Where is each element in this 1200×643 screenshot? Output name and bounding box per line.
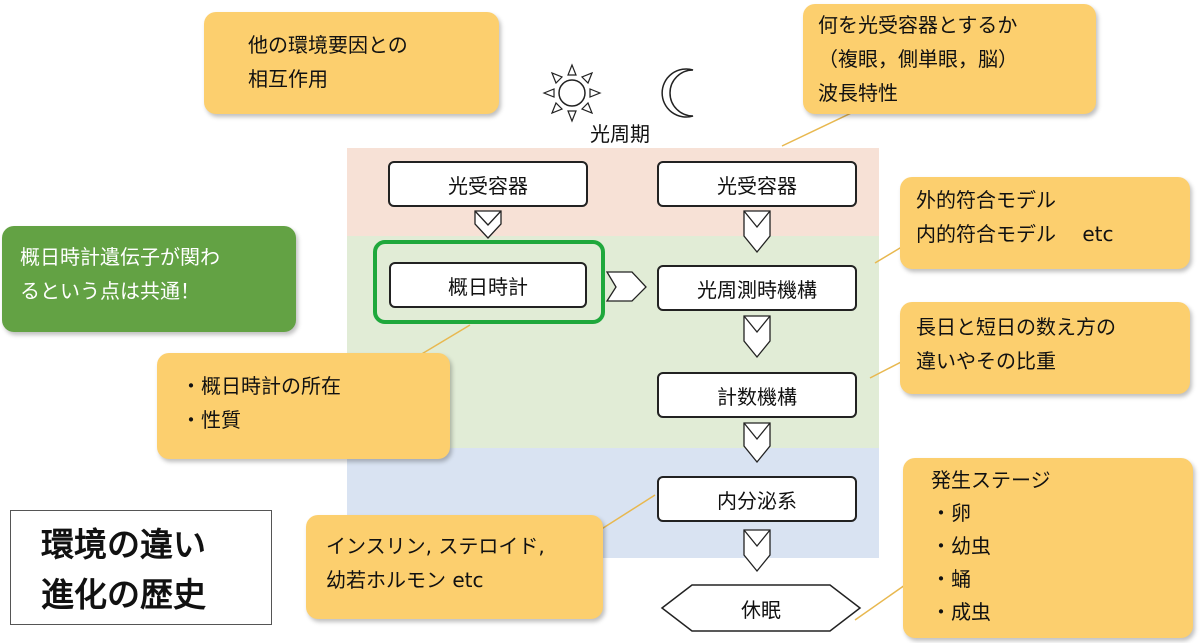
arrow-down-right-4 xyxy=(743,529,771,573)
receptor-line-3: 波長特性 xyxy=(818,81,898,105)
clock-location-line-2: ・性質 xyxy=(181,408,241,432)
clock-highlight-frame xyxy=(373,240,605,324)
receptor-line-1: 何を光受容器とするか xyxy=(818,13,1018,37)
arrow-down-right-1 xyxy=(743,210,771,254)
receptor-callout: 何を光受容器とするか （複眼，側単眼，脳） 波長特性 xyxy=(803,4,1096,114)
title-line-1: 環境の違い xyxy=(41,525,206,564)
photoperiodic-timer-box: 光周測時機構 xyxy=(657,265,857,311)
diapause-label: 休眠 xyxy=(741,598,781,622)
title-box: 環境の違い 進化の歴史 xyxy=(10,510,272,625)
counting-callout: 長日と短日の数え方の 違いやその比重 xyxy=(900,302,1190,394)
arrow-down-right-3 xyxy=(743,422,771,464)
stages-line-3: ・幼虫 xyxy=(931,534,991,558)
moon-icon xyxy=(661,68,694,118)
hormones-callout: インスリン, ステロイド, 幼若ホルモン etc xyxy=(306,515,603,619)
left-photoreceptor-box: 光受容器 xyxy=(388,161,588,207)
clock-genes-line-2: るという点は共通！ xyxy=(20,279,200,303)
stages-line-4: ・蛹 xyxy=(931,567,971,591)
diapause-hexagon xyxy=(660,584,862,632)
stages-callout: 発生ステージ ・卵 ・幼虫 ・蛹 ・成虫 xyxy=(903,458,1193,638)
counter-box: 計数機構 xyxy=(657,372,857,418)
right-photoreceptor-box: 光受容器 xyxy=(657,161,857,207)
clock-genes-line-1: 概日時計遺伝子が関わ xyxy=(20,245,220,269)
counting-line-1: 長日と短日の数え方の xyxy=(916,315,1116,339)
models-line-1: 外的符合モデル xyxy=(916,188,1056,212)
clock-genes-callout: 概日時計遺伝子が関わ るという点は共通！ xyxy=(2,226,296,332)
models-line-2: 内的符合モデル etc xyxy=(916,222,1114,246)
arrow-down-right-2 xyxy=(743,315,771,359)
hormones-line-1: インスリン, ステロイド, xyxy=(326,534,545,558)
clock-location-callout: ・概日時計の所在 ・性質 xyxy=(157,353,450,459)
stages-line-2: ・卵 xyxy=(931,501,971,525)
hormones-callout-pointer xyxy=(599,494,656,531)
sun-icon xyxy=(542,63,602,123)
stages-callout-pointer xyxy=(854,584,906,621)
title-line-2: 進化の歴史 xyxy=(41,575,206,614)
models-callout: 外的符合モデル 内的符合モデル etc xyxy=(900,177,1190,269)
stages-line-5: ・成虫 xyxy=(931,600,991,624)
environment-callout: 他の環境要因との 相互作用 xyxy=(204,12,499,114)
counting-callout-pointer xyxy=(869,359,906,379)
counting-line-2: 違いやその比重 xyxy=(916,349,1056,373)
receptor-line-2: （複眼，側単眼，脳） xyxy=(818,47,1018,71)
environment-line-1: 他の環境要因との xyxy=(248,33,408,57)
endocrine-box: 内分泌系 xyxy=(657,476,857,522)
environment-line-2: 相互作用 xyxy=(248,67,328,91)
photoperiod-label: 光周期 xyxy=(590,122,650,146)
clock-location-line-1: ・概日時計の所在 xyxy=(181,374,341,398)
arrow-right-clock xyxy=(605,271,647,302)
circadian-clock-box: 概日時計 xyxy=(389,262,587,308)
stages-line-1: 発生ステージ xyxy=(931,468,1051,492)
location-callout-pointer xyxy=(419,324,471,356)
hormones-line-2: 幼若ホルモン etc xyxy=(326,568,484,592)
